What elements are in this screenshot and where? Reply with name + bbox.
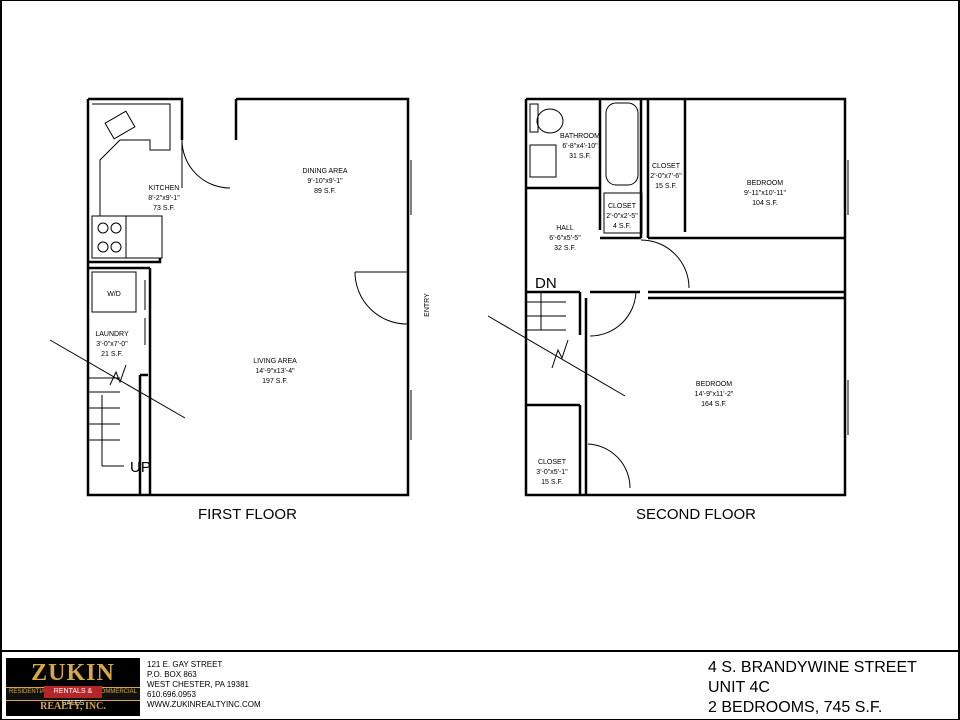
bathroom-area: 31 S.F. — [569, 153, 591, 160]
kitchen-counters — [91, 103, 171, 259]
bedroom-a-dims: 9'-11"x10'-11" — [744, 190, 787, 197]
address-line: 121 E. GAY STREET — [147, 660, 223, 669]
dining-dims: 9'-10"x9'-1" — [307, 178, 343, 185]
dining-area: 89 S.F. — [314, 188, 336, 195]
closet-b-name: CLOSET — [608, 203, 637, 210]
living-area: 197 S.F. — [262, 378, 288, 385]
hall-dims: 6'-6"x5'-5" — [549, 235, 581, 242]
floor-plan-drawing: KITCHEN 8'-2"x9'-1" 73 S.F. DINING AREA … — [49, 97, 849, 497]
logo-band-left: RESIDENTIAL — [9, 689, 49, 695]
kitchen-name: KITCHEN — [149, 185, 180, 192]
property-summary: 2 BEDROOMS, 745 S.F. — [708, 699, 883, 716]
bathroom-dims: 6'-8"x4'-10" — [562, 143, 598, 150]
zukin-logo: ZUKIN RESIDENTIAL COMMERCIAL RENTALS & S… — [6, 658, 140, 716]
living-dims: 14'-9"x13'-4" — [255, 368, 295, 375]
logo-band-middle: RENTALS & SALES — [44, 686, 102, 707]
first-floor-walls — [86, 97, 410, 497]
stairs-down-label: DN — [535, 275, 557, 292]
property-street: 4 S. BRANDYWINE STREET — [708, 659, 917, 676]
living-name: LIVING AREA — [253, 358, 297, 365]
closet-a-dims: 2'-0"x7'-6" — [650, 173, 682, 180]
laundry-dims: 3'-0"x7'-0" — [96, 341, 128, 348]
property-unit: UNIT 4C — [708, 679, 770, 696]
bathroom-name: BATHROOM — [560, 133, 600, 140]
closet-c-dims: 3'-0"x5'-1" — [536, 469, 568, 476]
closet-c-name: CLOSET — [538, 459, 567, 466]
kitchen-area: 73 S.F. — [153, 205, 175, 212]
company-address: 121 E. GAY STREET P.O. BOX 863 WEST CHES… — [147, 660, 261, 710]
bedroom-a-door-swing — [640, 239, 690, 289]
laundry-area: 21 S.F. — [101, 351, 123, 358]
kitchen-door-swing — [181, 139, 231, 189]
entry-label: ENTRY — [424, 293, 431, 317]
washer-label: W/D — [107, 291, 121, 298]
hall-name: HALL — [556, 225, 574, 232]
hall-area: 32 S.F. — [554, 245, 576, 252]
dining-name: DINING AREA — [302, 168, 347, 175]
address-line: 610.696.0953 — [147, 690, 196, 699]
closet-a-name: CLOSET — [652, 163, 681, 170]
bedroom-b-door-swing — [589, 291, 637, 337]
second-floor-title: SECOND FLOOR — [636, 506, 757, 523]
kitchen-dims: 8'-2"x9'-1" — [148, 195, 180, 202]
washer-dryer-box — [91, 271, 137, 313]
room-labels: KITCHEN 8'-2"x9'-1" 73 S.F. DINING AREA … — [95, 133, 786, 486]
closet-c-area: 15 S.F. — [541, 479, 563, 486]
closet-c-door-swing — [587, 443, 631, 489]
property-info: 4 S. BRANDYWINE STREET UNIT 4C 2 BEDROOM… — [708, 658, 917, 718]
closet-b-dims: 2'-0"x2'-5" — [606, 213, 638, 220]
second-floor-stairs — [487, 292, 626, 397]
address-line: WWW.ZUKINREALTYINC.COM — [147, 700, 261, 709]
closet-b-box — [603, 192, 643, 234]
bedroom-b-area: 164 S.F. — [701, 401, 727, 408]
closet-a-area: 15 S.F. — [655, 183, 677, 190]
closet-b-area: 4 S.F. — [613, 223, 631, 230]
bedroom-b-name: BEDROOM — [696, 381, 732, 388]
address-line: P.O. BOX 863 — [147, 670, 197, 679]
logo-band-right: COMMERCIAL — [96, 689, 137, 695]
bathroom-fixtures — [529, 102, 639, 186]
bedroom-a-area: 104 S.F. — [752, 200, 778, 207]
footer-divider — [0, 650, 960, 652]
second-floor-walls — [524, 97, 847, 497]
logo-wordmark: ZUKIN — [31, 660, 115, 686]
first-floor-title: FIRST FLOOR — [198, 506, 297, 523]
stairs-up-label: UP — [130, 459, 151, 476]
logo-subtitle: REALTY, INC. — [40, 701, 106, 712]
bedroom-b-dims: 14'-9"x11'-2" — [695, 391, 734, 398]
laundry-name: LAUNDRY — [95, 331, 129, 338]
bedroom-a-name: BEDROOM — [747, 180, 783, 187]
address-line: WEST CHESTER, PA 19381 — [147, 680, 249, 689]
first-floor-stairs — [49, 339, 186, 467]
entry-door-swing — [354, 271, 408, 325]
